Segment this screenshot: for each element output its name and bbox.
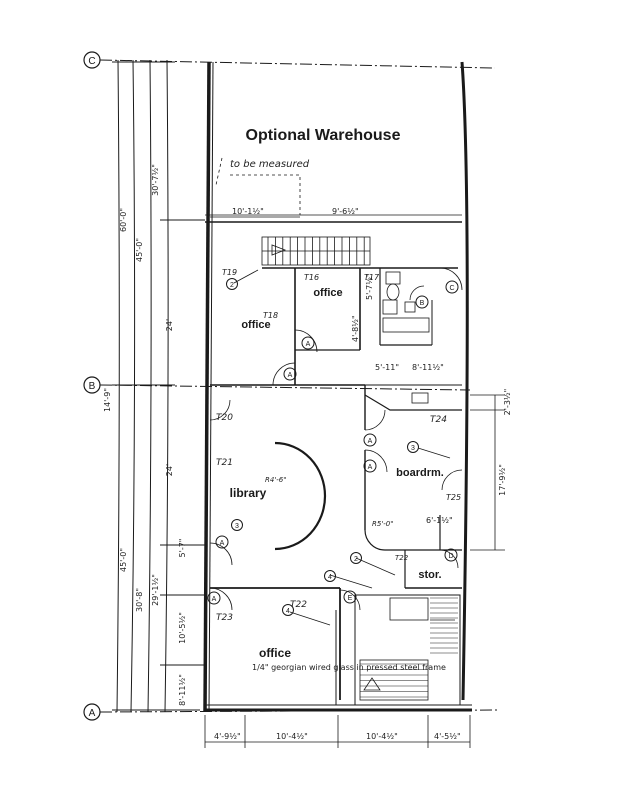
door-tag-circle [444, 548, 458, 562]
dim-top-right: 9'-6½" [332, 207, 359, 216]
dim-top-left: 10'-1½" [232, 207, 264, 216]
dim-bay-3: 24' [165, 464, 174, 476]
callout-number: 2 [354, 556, 358, 563]
grid-label-c: C [88, 56, 95, 67]
dim-side-total-top: 60'-0" [119, 208, 128, 232]
left-dimension-ticks [112, 61, 205, 711]
dim-bay-2: 14'-9" [103, 388, 112, 412]
code-t25: T25 [446, 493, 461, 502]
dim-bay-5: 10'-5½" [178, 612, 187, 644]
dim-right-3: 6'-1½" [426, 516, 453, 525]
room-office-top-mid: office [313, 287, 342, 299]
door-tag-label: A [212, 596, 217, 603]
headline-optional-warehouse: Optional Warehouse [246, 127, 401, 144]
callout-circle [324, 570, 336, 582]
callout-number: 4 [328, 574, 332, 581]
dim-right-1: 2'-3½" [503, 389, 512, 416]
callout-circle [231, 519, 243, 531]
bottom-dimension-lines [204, 715, 471, 748]
dim-bottom-1: 4'-9½" [214, 732, 241, 741]
dim-side-lower-a: 45'-0" [119, 548, 128, 572]
callout-number: 4 [286, 608, 290, 615]
room-library: library [230, 486, 267, 500]
door-tag-circle [301, 336, 315, 350]
code-t21: T21 [216, 458, 233, 468]
middle-room-walls [209, 384, 463, 589]
code-t18: T18 [263, 311, 278, 320]
callout-number: 2 [230, 282, 234, 289]
dim-right-2: 17'-9½" [498, 464, 507, 496]
room-storage: stor. [418, 569, 441, 581]
dim-side-lower: 30'-8" [135, 588, 144, 612]
door-tag-circle [215, 535, 229, 549]
lower-room-walls [209, 587, 461, 706]
door-tag-circle [415, 295, 429, 309]
dim-mid-2: 8'-11½" [412, 363, 444, 372]
room-office-top-left: office [241, 319, 270, 331]
dim-wc: 5'-7½" [365, 273, 374, 300]
grid-line-c: C [83, 51, 496, 69]
note-radius-1: R4'-6" [265, 476, 286, 484]
leader-lines [233, 269, 451, 626]
code-t22-small: T22 [395, 554, 409, 562]
door-tag-label: C [449, 285, 454, 292]
note-to-be-measured: to be measured [230, 159, 310, 170]
code-t20: T20 [216, 413, 233, 423]
code-t16: T16 [304, 273, 319, 282]
dim-bottom-4: 4'-5½" [434, 732, 461, 741]
dim-bay-4: 5'-7" [178, 539, 187, 558]
dim-bay-6: 8'-11½" [178, 674, 187, 706]
stair-top [261, 236, 458, 269]
callout-circle [226, 278, 238, 290]
door-tag-circle [445, 280, 459, 294]
dim-mid-1: 5'-11" [375, 363, 399, 372]
upper-room-walls [210, 267, 463, 386]
code-t24: T24 [430, 415, 447, 425]
door-tag-label: B [420, 300, 425, 307]
door-tags: A A C A A D A A E B 2 3 2 4 4 3 [207, 278, 459, 616]
room-boardroom: boardrm. [396, 467, 444, 479]
callout-number: 3 [235, 523, 239, 530]
door-tag-circle [343, 590, 357, 604]
callout-circle [407, 441, 419, 453]
code-t22: T22 [290, 600, 307, 610]
door-tag-label: A [368, 464, 373, 471]
dim-bay-1: 24' [165, 319, 174, 331]
right-dimension-lines [470, 394, 505, 551]
grid-line-a: A [83, 703, 501, 721]
dim-office: 4'-8½" [351, 315, 360, 342]
left-dimension-lines [116, 59, 169, 713]
code-t19: T19 [222, 268, 237, 277]
grid-label-b: B [89, 381, 96, 392]
grid-label-a: A [89, 708, 96, 719]
grid-line-b: B [83, 376, 471, 394]
door-tag-label: A [368, 438, 373, 445]
door-tag-label: A [288, 372, 293, 379]
room-office-bottom: office [259, 646, 291, 660]
door-tag-label: A [220, 540, 225, 547]
callout-number: 3 [411, 445, 415, 452]
stair-lower-treads [360, 597, 458, 698]
callout-circle [282, 604, 294, 616]
door-tag-label: A [306, 341, 311, 348]
dim-side-upper: 30'-7½" [151, 164, 160, 196]
dim-side-low2: 29'-1½" [151, 574, 160, 606]
door-tag-circle [207, 591, 221, 605]
dim-bottom-2: 10'-4½" [276, 732, 308, 741]
note-radius-2: R5'-0" [372, 520, 393, 528]
door-tag-circle [363, 459, 377, 473]
door-tag-label: E [348, 595, 353, 602]
code-t23: T23 [216, 613, 233, 623]
door-tag-label: D [448, 553, 453, 560]
code-t17: T17 [364, 273, 380, 282]
callout-circle [350, 552, 362, 564]
door-tag-circle [283, 367, 297, 381]
dim-side-mid: 45'-0" [135, 238, 144, 262]
door-tag-circle [363, 433, 377, 447]
note-glass: 1/4" georgian wired glass in pressed ste… [252, 663, 446, 672]
dim-bottom-3: 10'-4½" [366, 732, 398, 741]
